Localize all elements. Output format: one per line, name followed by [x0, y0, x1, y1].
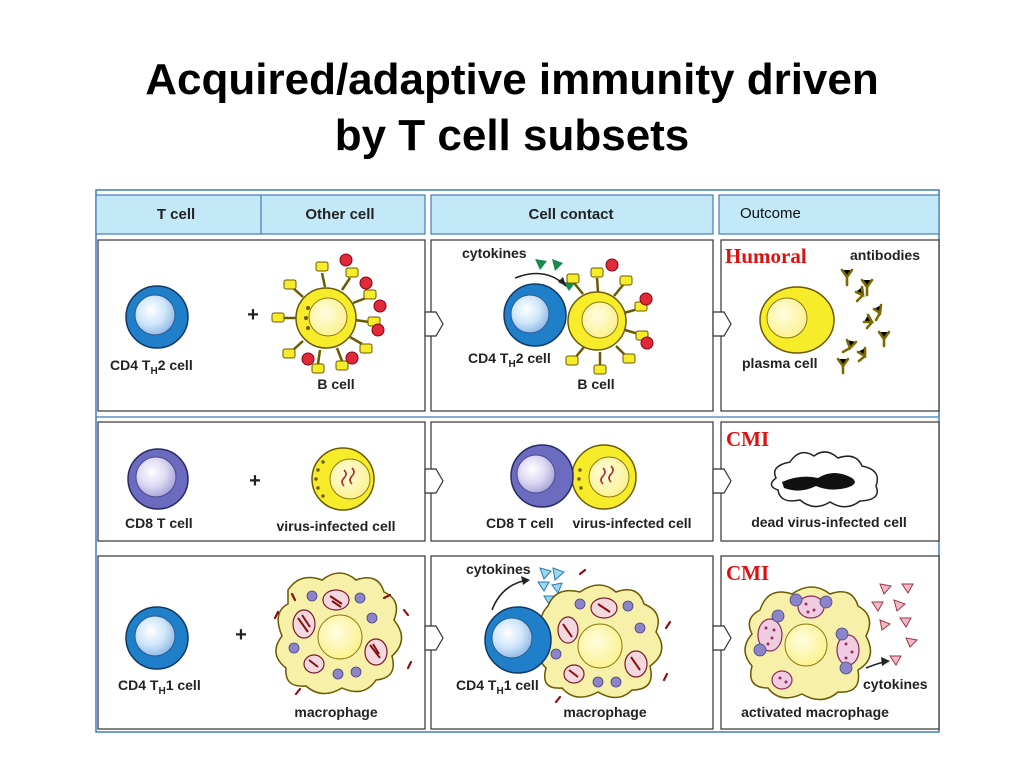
header-row: T cell Other cell Cell contact Outcome [95, 194, 940, 235]
label-macrophage-left: macrophage [294, 704, 377, 720]
label-macrophage-contact: macrophage [563, 704, 646, 720]
label-cytokines-outcome: cytokines [863, 676, 928, 692]
cd4-th1-cell-icon [125, 606, 189, 670]
outcome-tag-humoral: Humoral [725, 244, 807, 268]
b-cell-icon [271, 261, 381, 374]
flow-arrow-r2-a [424, 468, 444, 494]
virus-infected-cell-icon [311, 447, 375, 511]
label-antibodies: antibodies [850, 247, 920, 263]
label-cd4-th2-contact: CD4 TH2 cell [468, 350, 551, 370]
label-cd8-left: CD8 T cell [125, 515, 193, 531]
title-line-2: by T cell subsets [334, 111, 690, 160]
cytokine-release-triangles [871, 583, 919, 666]
header-other-cell: Other cell [305, 206, 374, 223]
row-2: CD8 T cell + virus-infected cell CD8 T c… [125, 424, 907, 534]
cd8-t-cell-icon [127, 448, 189, 510]
contact-cd4-th1-cell-icon [484, 606, 552, 674]
header-cell-contact [430, 194, 714, 235]
plus-sign-r2: + [249, 470, 261, 492]
antibody-icons [836, 268, 891, 375]
label-cytokines-r3: cytokines [466, 561, 531, 577]
activated-macrophage-icon [744, 586, 872, 701]
label-activated-macrophage: activated macrophage [741, 704, 889, 720]
header-outcome: Outcome [740, 205, 801, 222]
contact-virus-infected-cell-icon [571, 444, 637, 510]
plus-sign-r3: + [235, 624, 247, 646]
label-cd4-th2-left: CD4 TH2 cell [110, 357, 193, 377]
flow-arrows [424, 311, 732, 651]
outcome-tag-cmi-r3: CMI [726, 561, 769, 585]
flow-arrow-r2-b [712, 468, 732, 494]
slide-title: Acquired/adaptive immunity driven by T c… [0, 52, 1024, 164]
macrophage-icon [273, 572, 413, 696]
plasma-cell-icon [759, 286, 835, 354]
label-cytokines-r1: cytokines [462, 245, 527, 261]
label-virus-infected-left: virus-infected cell [276, 518, 395, 534]
row-3: CD4 TH1 cell + macrophage cytokine [118, 560, 928, 720]
cd4-th2-cell-icon [125, 285, 189, 349]
label-virus-infected-contact: virus-infected cell [572, 515, 691, 531]
cytokine-triangles-r1 [535, 259, 575, 291]
label-b-cell-left: B cell [317, 376, 354, 392]
cytokine-triangles-r3 [537, 567, 565, 605]
outcome-tag-cmi-r2: CMI [726, 427, 769, 451]
label-cd8-contact: CD8 T cell [486, 515, 554, 531]
antigen-icons [301, 253, 387, 366]
contact-cd4-th2-cell-icon [503, 283, 567, 347]
row-1: CD4 TH2 cell + [110, 242, 920, 392]
flow-arrow-r1-a [424, 311, 444, 337]
label-plasma-cell: plasma cell [742, 355, 818, 371]
panel-r2-mid [430, 421, 714, 542]
header-t-cell: T cell [157, 206, 195, 223]
contact-b-cell-icon [565, 258, 654, 375]
label-dead-virus-infected: dead virus-infected cell [751, 514, 907, 530]
humoral-tag-bg [723, 242, 834, 268]
label-cd4-th1-left: CD4 TH1 cell [118, 677, 201, 697]
flow-arrow-r3-b [712, 625, 732, 651]
contact-cd8-t-cell-icon [510, 444, 574, 508]
cmi-tag-bg-r3 [723, 560, 785, 586]
dead-cell-icon [770, 451, 879, 508]
flow-arrow-r3-a [424, 625, 444, 651]
header-cell-contact: Cell contact [528, 206, 613, 223]
label-b-cell-contact: B cell [577, 376, 614, 392]
header-cell-outcome [718, 194, 940, 235]
label-cd4-th1-contact: CD4 TH1 cell [456, 677, 539, 697]
plus-sign-r1: + [247, 304, 259, 326]
flow-arrow-r1-b [712, 311, 732, 337]
cmi-tag-bg-r2 [723, 424, 785, 452]
contact-macrophage-icon [536, 568, 672, 704]
title-line-1: Acquired/adaptive immunity driven [145, 55, 879, 104]
